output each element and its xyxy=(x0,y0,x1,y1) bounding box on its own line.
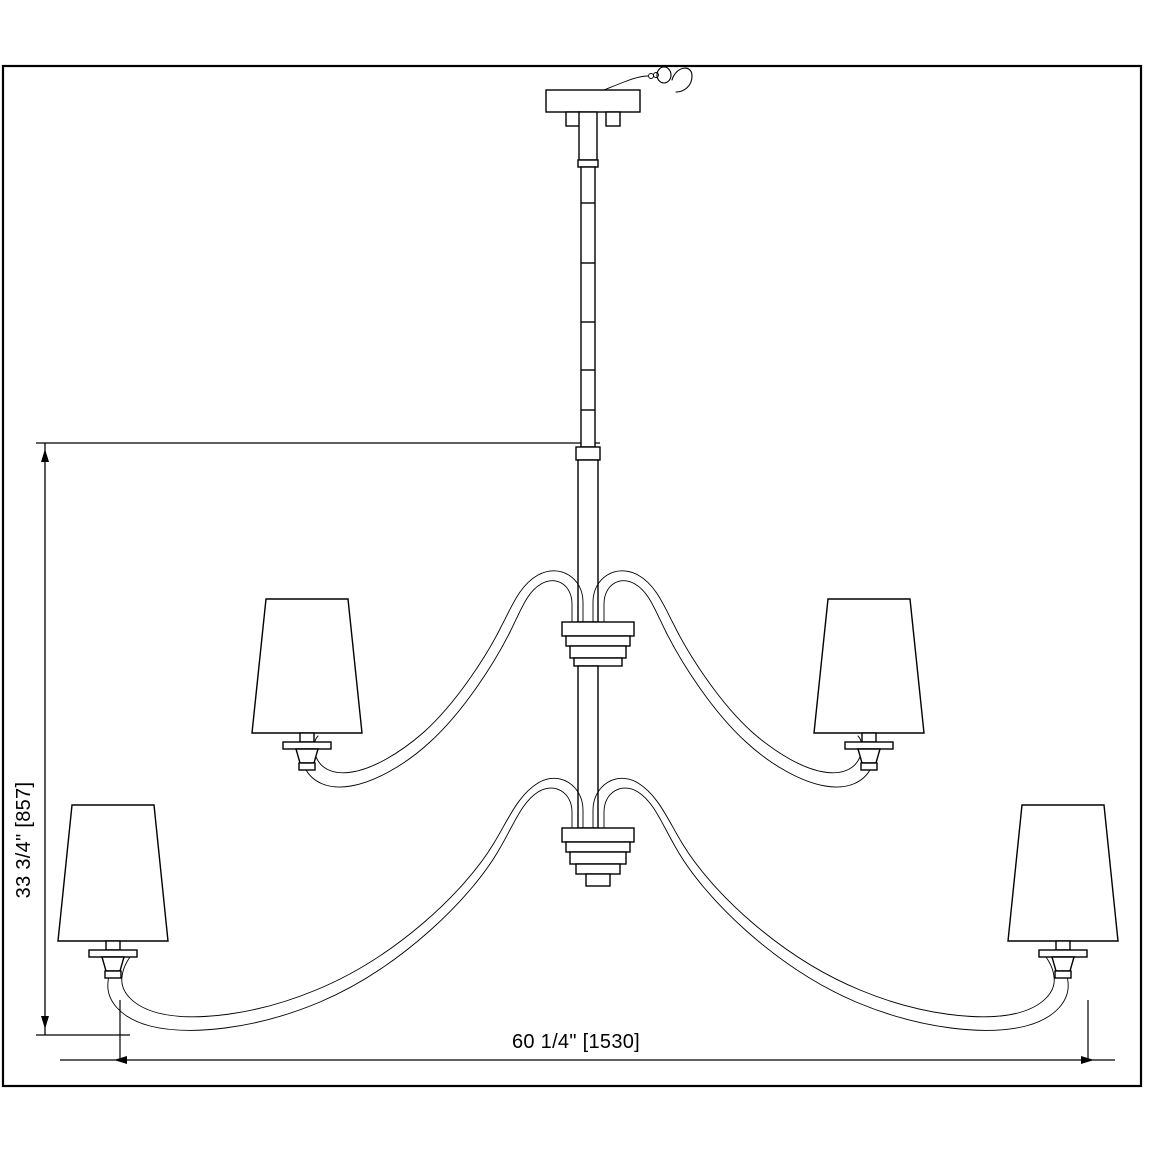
socket-cup xyxy=(295,748,319,764)
wire-bead-1 xyxy=(648,73,654,79)
arm-upper-left-inner xyxy=(313,570,584,774)
socket-neck xyxy=(861,732,877,743)
canopy-plate xyxy=(545,89,641,113)
height-arrow-bottom xyxy=(41,1016,49,1029)
lower-hub-band-2 xyxy=(569,851,627,865)
canopy-screw-left xyxy=(565,111,581,127)
socket-ring xyxy=(1054,970,1072,979)
lower-hub-band-1 xyxy=(565,841,631,853)
width-arrow-right xyxy=(1081,1056,1094,1064)
downrod xyxy=(580,166,596,448)
socket-plate xyxy=(88,949,138,958)
width-dimension-label: 60 1/4" [1530] xyxy=(512,1031,640,1053)
socket-plate xyxy=(1038,949,1088,958)
socket-neck xyxy=(1055,940,1071,951)
lower-hub-top-flange xyxy=(561,827,635,843)
lower-hub-finial xyxy=(585,873,611,887)
arm-lower-left-inner xyxy=(121,777,584,1018)
arm-upper-right-inner xyxy=(592,570,863,774)
lamp-upper-right xyxy=(813,598,925,771)
lamp-shade xyxy=(1007,804,1119,942)
lamp-lower-right xyxy=(1007,804,1119,979)
lamp-lower-left xyxy=(57,804,169,979)
lamp-shade xyxy=(251,598,363,734)
upper-hub-band-2 xyxy=(569,645,627,659)
lower-hub-band-3 xyxy=(575,863,621,875)
stem-coupling-top xyxy=(577,159,599,168)
dimension-height xyxy=(36,442,600,1036)
stem-collar-upper xyxy=(578,111,598,161)
dimension-width xyxy=(60,1000,1115,1064)
drawing-border xyxy=(1,64,1143,1088)
socket-plate xyxy=(282,741,332,750)
socket-cup xyxy=(857,748,881,764)
upper-hub-band-1 xyxy=(565,635,631,647)
socket-cup xyxy=(101,956,125,972)
height-dimension-label: 33 3/4" [857] xyxy=(13,782,35,899)
arm-lower-left-outer xyxy=(107,787,573,1031)
socket-neck xyxy=(105,940,121,951)
width-arrow-left xyxy=(114,1056,127,1064)
height-arrow-top xyxy=(41,449,49,462)
socket-ring xyxy=(298,762,316,771)
wire-ring xyxy=(656,66,672,84)
upper-hub-band-3 xyxy=(573,657,623,667)
lamp-shade xyxy=(57,804,169,942)
canopy-screw-right xyxy=(605,111,621,127)
lamp-shade xyxy=(813,598,925,734)
socket-ring xyxy=(104,970,122,979)
wire-bead-2 xyxy=(653,72,659,78)
socket-neck xyxy=(299,732,315,743)
center-column-lower xyxy=(577,665,599,829)
arm-lower-right-inner xyxy=(592,777,1055,1018)
lamp-upper-left xyxy=(251,598,363,771)
socket-cup xyxy=(1051,956,1075,972)
downrod-transition-collar xyxy=(575,446,601,461)
socket-ring xyxy=(860,762,878,771)
socket-plate xyxy=(844,741,894,750)
upper-hub-top-flange xyxy=(561,621,635,637)
mounting-hook xyxy=(671,67,693,93)
arm-lower-right-outer xyxy=(603,787,1069,1031)
center-column-upper xyxy=(577,459,599,623)
